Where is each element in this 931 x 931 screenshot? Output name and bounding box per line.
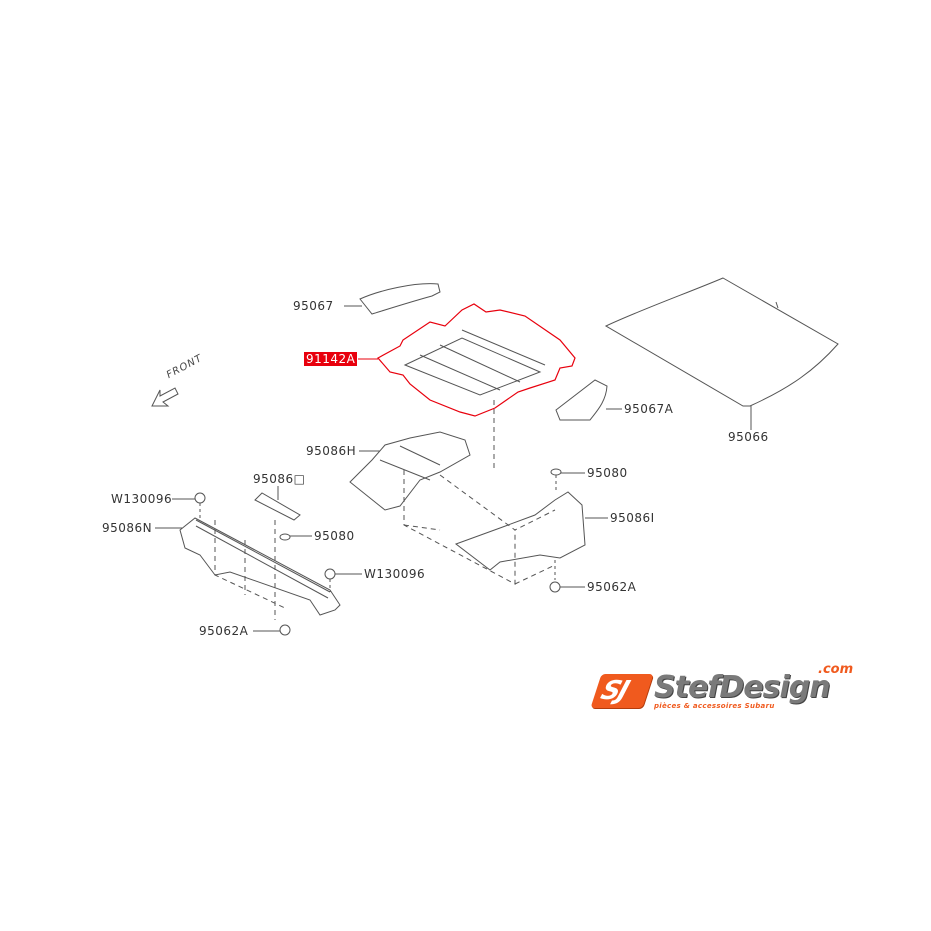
label-95086I[interactable]: 95086I <box>610 511 655 525</box>
part-95062A-left-shape[interactable] <box>279 624 291 636</box>
part-91142A-shape[interactable] <box>377 303 576 417</box>
part-95067A-shape[interactable] <box>555 379 608 421</box>
label-95067A[interactable]: 95067A <box>624 402 674 416</box>
label-95062A-right[interactable]: 95062A <box>587 580 637 594</box>
logo-mark-icon: SJ <box>590 674 654 708</box>
logo-tagline: pièces & accessoires Subaru <box>654 702 775 710</box>
label-95066[interactable]: 95066 <box>728 430 769 444</box>
label-95062A-left[interactable]: 95062A <box>199 624 249 638</box>
part-95066-shape[interactable] <box>604 277 839 407</box>
part-95086D-shape[interactable] <box>254 492 301 521</box>
part-95086H-shape[interactable] <box>349 431 471 511</box>
label-95080-right[interactable]: 95080 <box>587 466 628 480</box>
label-95067[interactable]: 95067 <box>293 299 334 313</box>
stefdesign-logo: SJ StefDesign .com pièces & accessoires … <box>590 662 856 718</box>
part-95086I-shape[interactable] <box>454 491 586 571</box>
part-95062A-right-shape[interactable] <box>549 581 561 593</box>
logo-name: StefDesign <box>654 670 831 705</box>
label-95086N[interactable]: 95086N <box>102 521 153 535</box>
label-95086D[interactable]: 95086□ <box>253 472 306 486</box>
part-95080-left-shape[interactable] <box>279 533 291 541</box>
part-95086N-shape[interactable] <box>179 517 341 616</box>
label-95086H[interactable]: 95086H <box>306 444 357 458</box>
label-W130096-right[interactable]: W130096 <box>364 567 426 581</box>
label-95080-left[interactable]: 95080 <box>314 529 355 543</box>
part-95080-right-shape[interactable] <box>550 468 562 476</box>
part-W130096-top-shape[interactable] <box>194 492 206 504</box>
label-W130096-top[interactable]: W130096 <box>111 492 173 506</box>
logo-domain: .com <box>818 662 854 677</box>
part-W130096-right-shape[interactable] <box>324 568 336 580</box>
front-arrow-icon <box>151 387 179 407</box>
part-95067-shape[interactable] <box>359 283 441 315</box>
label-91142A-selected[interactable]: 91142A <box>304 352 358 366</box>
